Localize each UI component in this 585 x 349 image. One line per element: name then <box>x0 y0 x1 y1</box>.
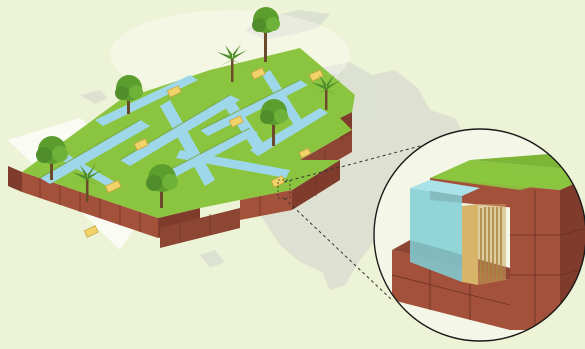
magnified-gate-cross-section <box>374 129 585 341</box>
gate-panel <box>462 204 506 285</box>
